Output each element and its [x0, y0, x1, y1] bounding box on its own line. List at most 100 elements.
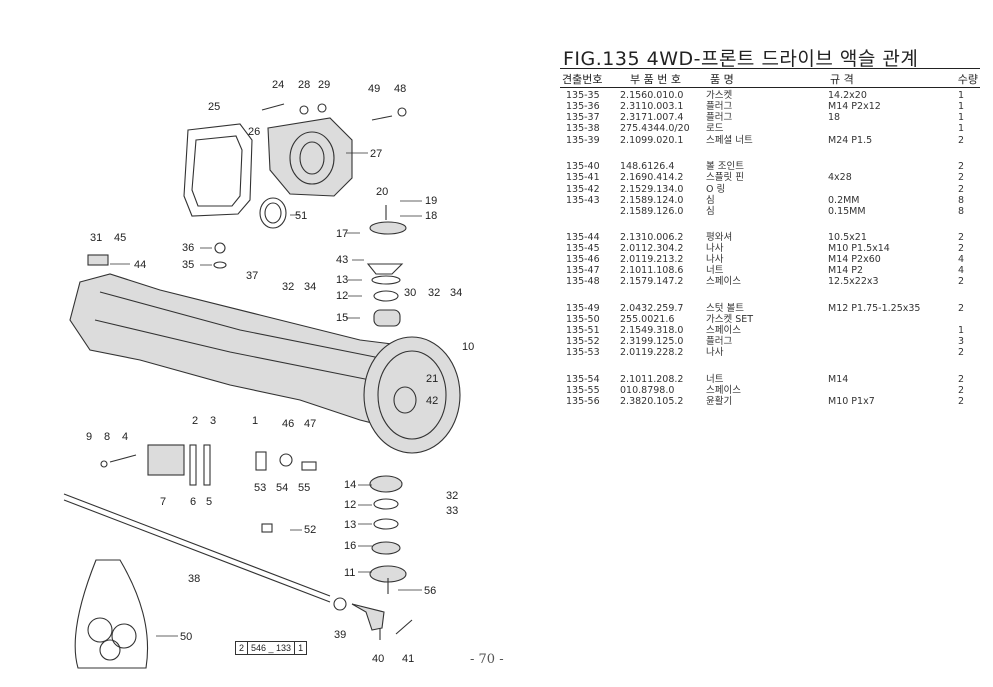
callout: 43 — [336, 254, 348, 266]
cell-name: 평와셔 — [706, 232, 733, 243]
cell-part-no: 2.1690.414.2 — [620, 172, 684, 183]
callout: 31 — [90, 232, 102, 244]
cell-qty: 1 — [957, 112, 964, 123]
header-name: 품 명 — [710, 73, 734, 86]
callout: 42 — [426, 395, 438, 407]
figure-title: FIG.135 4WD-프론트 드라이브 액슬 관계 — [563, 48, 919, 70]
callout: 18 — [425, 210, 437, 222]
gasket-25 — [183, 123, 253, 217]
callout: 1 — [252, 415, 258, 427]
cell-spec: 4x28 — [828, 172, 852, 183]
header-part-no: 부 품 번 호 — [630, 73, 681, 86]
cell-part-no: 2.1560.010.0 — [620, 90, 684, 101]
cell-part-no: 2.1589.124.0 — [620, 195, 684, 206]
callout: 32 — [446, 490, 458, 502]
cell-no: 135-49 — [566, 303, 600, 314]
o-ring-51 — [259, 197, 287, 229]
callout: 20 — [376, 186, 388, 198]
cell-spec: 12.5x22x3 — [828, 276, 879, 287]
cell-name: 윤활기 — [706, 396, 733, 407]
callout: 4 — [122, 431, 128, 443]
cell-name: 나사 — [706, 243, 724, 254]
callout: 55 — [298, 482, 310, 494]
callout: 27 — [370, 148, 382, 160]
cell-part-no: 275.4344.0/20 — [620, 123, 690, 134]
callout: 13 — [344, 519, 356, 531]
cell-qty: 1 — [957, 90, 964, 101]
callout: 13 — [336, 274, 348, 286]
cell-part-no: 2.1011.108.6 — [620, 265, 684, 276]
callout: 49 — [368, 83, 380, 95]
cell-name: 스페이스 — [706, 276, 741, 287]
cell-part-no: 010.8798.0 — [620, 385, 675, 396]
cell-name: 가스켓 SET — [706, 314, 754, 325]
cell-no: 135-35 — [566, 90, 600, 101]
cell-part-no: 2.3820.105.2 — [620, 396, 684, 407]
cell-qty: 1 — [957, 123, 964, 134]
cell-part-no: 2.1099.020.1 — [620, 135, 684, 146]
ref-box-left: 2 — [239, 643, 245, 653]
header-spec: 규 격 — [830, 73, 854, 86]
callout: 36 — [182, 242, 194, 254]
cell-spec: M14 — [828, 374, 849, 385]
cell-no: 135-54 — [566, 374, 600, 385]
cell-no: 135-45 — [566, 243, 600, 254]
cell-spec: M14 P2 — [828, 265, 864, 276]
callout: 17 — [336, 228, 348, 240]
cell-part-no: 148.6126.4 — [620, 161, 675, 172]
cell-no: 135-44 — [566, 232, 600, 243]
callout: 54 — [276, 482, 288, 494]
cell-spec: M24 P1.5 — [828, 135, 873, 146]
cell-no: 135-46 — [566, 254, 600, 265]
cell-name: 플러그 — [706, 336, 733, 347]
callout: 53 — [254, 482, 266, 494]
cell-part-no: 2.3199.125.0 — [620, 336, 684, 347]
callout: 5 — [206, 496, 212, 508]
table-header: 견출번호 부 품 번 호 품 명 규 격 수량 — [560, 70, 980, 86]
cell-qty: 2 — [957, 385, 964, 396]
callout: 56 — [424, 585, 436, 597]
cell-spec: 10.5x21 — [828, 232, 867, 243]
cell-qty: 2 — [957, 135, 964, 146]
cell-spec: 14.2x20 — [828, 90, 867, 101]
cell-part-no: 255.0021.6 — [620, 314, 675, 325]
cell-part-no: 2.0112.304.2 — [620, 243, 684, 254]
callout: 41 — [402, 653, 414, 665]
cell-no: 135-43 — [566, 195, 600, 206]
cell-name: 스페셜 너트 — [706, 135, 753, 146]
cell-qty: 2 — [957, 243, 964, 254]
callout: 10 — [462, 341, 474, 353]
cell-spec: M14 P2x60 — [828, 254, 881, 265]
callout: 32 — [428, 287, 440, 299]
header-no: 견출번호 — [562, 73, 603, 86]
cell-part-no: 2.1529.134.0 — [620, 184, 684, 195]
cell-no: 135-48 — [566, 276, 600, 287]
callout: 47 — [304, 418, 316, 430]
cell-spec: 0.15MM — [828, 206, 866, 217]
callout: 28 — [298, 79, 310, 91]
cell-qty: 4 — [957, 265, 964, 276]
cell-qty: 2 — [957, 276, 964, 287]
cell-name: 플러그 — [706, 112, 733, 123]
header-rule — [560, 87, 980, 88]
cell-name: 심 — [706, 206, 715, 217]
callout: 9 — [86, 431, 92, 443]
cell-name: 나사 — [706, 254, 724, 265]
cell-no: 135-50 — [566, 314, 600, 325]
callout: 8 — [104, 431, 110, 443]
cell-no: 135-40 — [566, 161, 600, 172]
cell-spec: 18 — [828, 112, 841, 123]
callout: 30 — [404, 287, 416, 299]
callout: 50 — [180, 631, 192, 643]
